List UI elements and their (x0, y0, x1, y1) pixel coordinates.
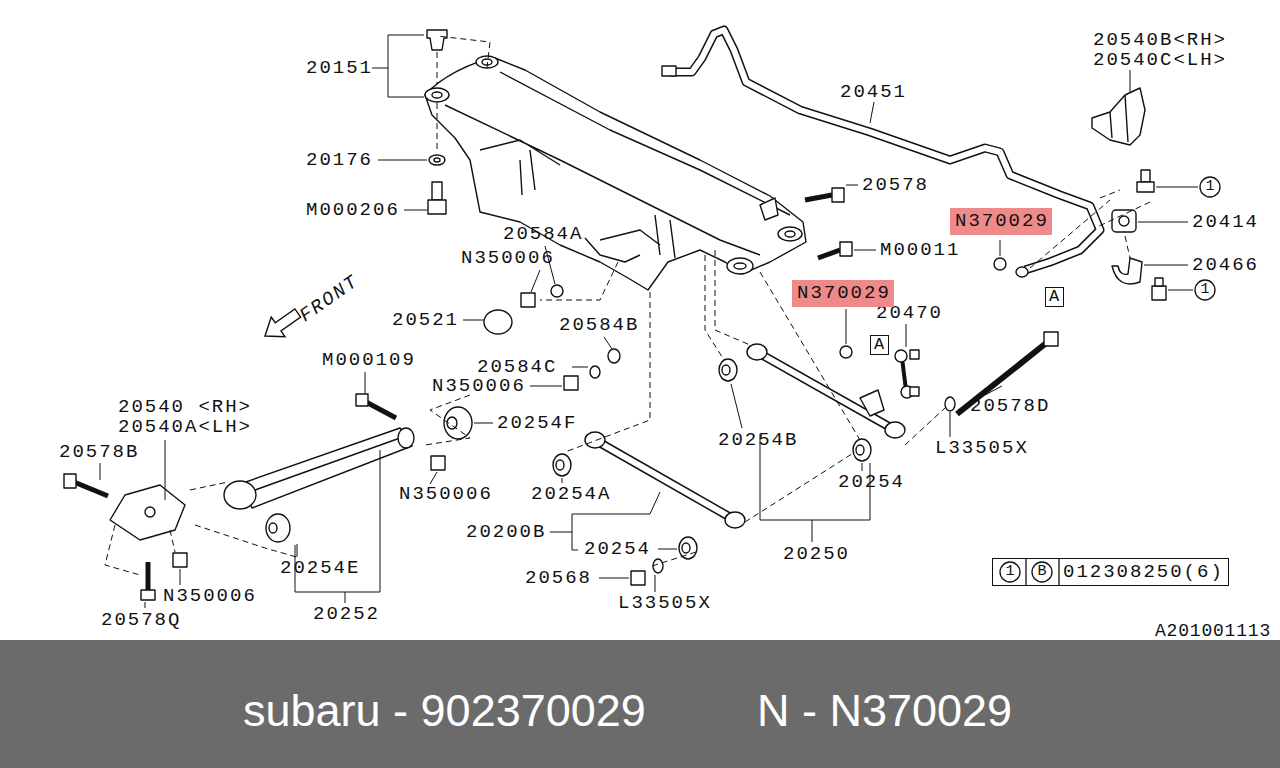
footer-band: subaru - 902370029 N - N370029 (0, 640, 1280, 768)
node-text: N370029 (955, 211, 1052, 231)
part-number: L33505X (935, 438, 1029, 458)
footer-text: subaru - 902370029 (243, 685, 646, 737)
part-number: 20568 (525, 568, 592, 588)
part-number: 20540A<LH> (118, 417, 252, 437)
part-number: 20451 (840, 82, 907, 102)
direction-label: FRONT (296, 271, 362, 326)
reference-letter-box: A (870, 335, 889, 355)
part-number: 20578D (970, 396, 1050, 416)
part-number: 20252 (313, 604, 380, 624)
part-number: M000206 (306, 200, 400, 220)
part-number: 20414 (1192, 212, 1259, 232)
part-number: 20521 (392, 310, 459, 330)
circled-mark: B (1031, 561, 1053, 583)
node-text: A (874, 336, 888, 353)
part-number: 20254B (718, 430, 798, 450)
part-number: 20578B (59, 442, 139, 462)
part-number: 20200B (466, 522, 546, 542)
crossmember (425, 58, 806, 290)
part-number: 20254E (280, 558, 360, 578)
circled-mark: 1 (999, 561, 1021, 583)
circled-mark: 1 (1199, 176, 1221, 198)
part-number: N350006 (163, 586, 257, 606)
part-number: 20254A (531, 484, 611, 504)
part-number: M00011 (880, 240, 960, 260)
footer-text: N - N370029 (757, 685, 1012, 737)
node-text: A (1049, 288, 1063, 305)
part-number: 20250 (783, 544, 850, 564)
node-text: 012308250(6) (1063, 562, 1224, 582)
highlighted-part-number: N370029 (950, 208, 1052, 235)
part-number: 20584B (559, 315, 639, 335)
part-number: 20540C<LH> (1093, 50, 1227, 70)
highlighted-part-number: N370029 (792, 280, 894, 307)
part-number: 20578Q (101, 610, 181, 630)
part-number: N350006 (432, 376, 526, 396)
part-number: 20466 (1192, 255, 1259, 275)
part-number: 20151 (306, 58, 373, 78)
node-text: N370029 (797, 283, 894, 303)
reference-letter-box: A (1045, 287, 1064, 307)
part-number: 20540 <RH> (118, 397, 252, 417)
part-number: 20254 (584, 539, 651, 559)
part-number: 20176 (306, 150, 373, 170)
circled-mark: 1 (1194, 279, 1216, 301)
part-number: N350006 (461, 248, 555, 268)
node-text: 1 (1199, 176, 1221, 198)
part-number: 20584C (477, 357, 557, 377)
part-number: 20540B<RH> (1093, 30, 1227, 50)
part-number: 20578 (862, 175, 929, 195)
node-text: 1 (1194, 279, 1216, 301)
part-number: 20584A (503, 224, 583, 244)
part-number: L33505X (618, 593, 712, 613)
node-text: B (1031, 561, 1053, 583)
part-number: A201001113 (1155, 621, 1271, 641)
part-number: M000109 (322, 350, 416, 370)
part-number: 20254 (838, 472, 905, 492)
node-text: 1 (999, 561, 1021, 583)
part-number: 20254F (497, 413, 577, 433)
part-number: N350006 (399, 484, 493, 504)
fastener-table: 012308250(6) 1B (992, 558, 1229, 586)
